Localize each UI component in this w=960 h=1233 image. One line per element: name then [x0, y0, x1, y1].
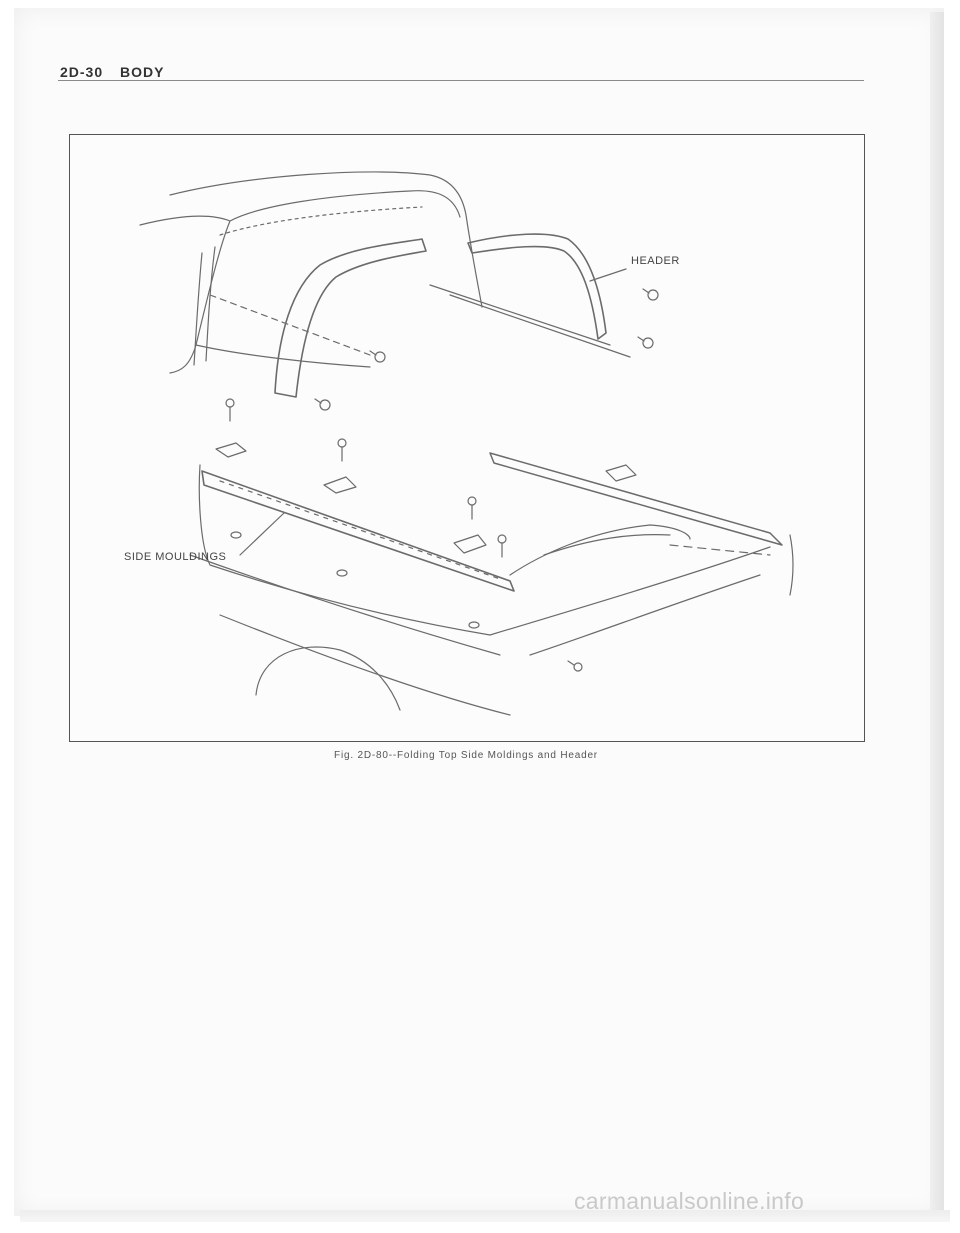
header-rule — [58, 80, 864, 81]
folding-top-illustration — [139, 171, 794, 716]
rear-bolt — [567, 660, 583, 672]
header-bolt-3 — [369, 350, 386, 363]
section-number: 2D-30 — [60, 64, 104, 80]
page-header: 2D-30 BODY — [60, 64, 860, 86]
side-mouldings-callout: SIDE MOULDINGS — [124, 551, 227, 563]
page-edge-bottom — [20, 1210, 950, 1222]
header-arch — [274, 238, 427, 398]
header-bolt-1 — [642, 288, 659, 301]
header-bolt-4 — [314, 398, 331, 411]
site-watermark: carmanualsonline.info — [574, 1188, 805, 1214]
moulding-bolt-3 — [467, 496, 477, 520]
header-callout: HEADER — [631, 255, 680, 267]
section-title: BODY — [120, 64, 165, 80]
header-bolt-2 — [637, 336, 654, 349]
moulding-bolt-2 — [337, 438, 347, 462]
manual-page: 2D-30 BODY — [14, 8, 944, 1216]
figure-frame: HEADER SIDE MOULDINGS — [69, 134, 865, 742]
side-moulding-bar — [201, 470, 515, 592]
figure-caption: Fig. 2D-80--Folding Top Side Moldings an… — [334, 750, 598, 761]
moulding-bolt-1 — [225, 398, 235, 422]
moulding-bolt-4 — [497, 534, 507, 558]
page-edge-right — [930, 12, 944, 1212]
